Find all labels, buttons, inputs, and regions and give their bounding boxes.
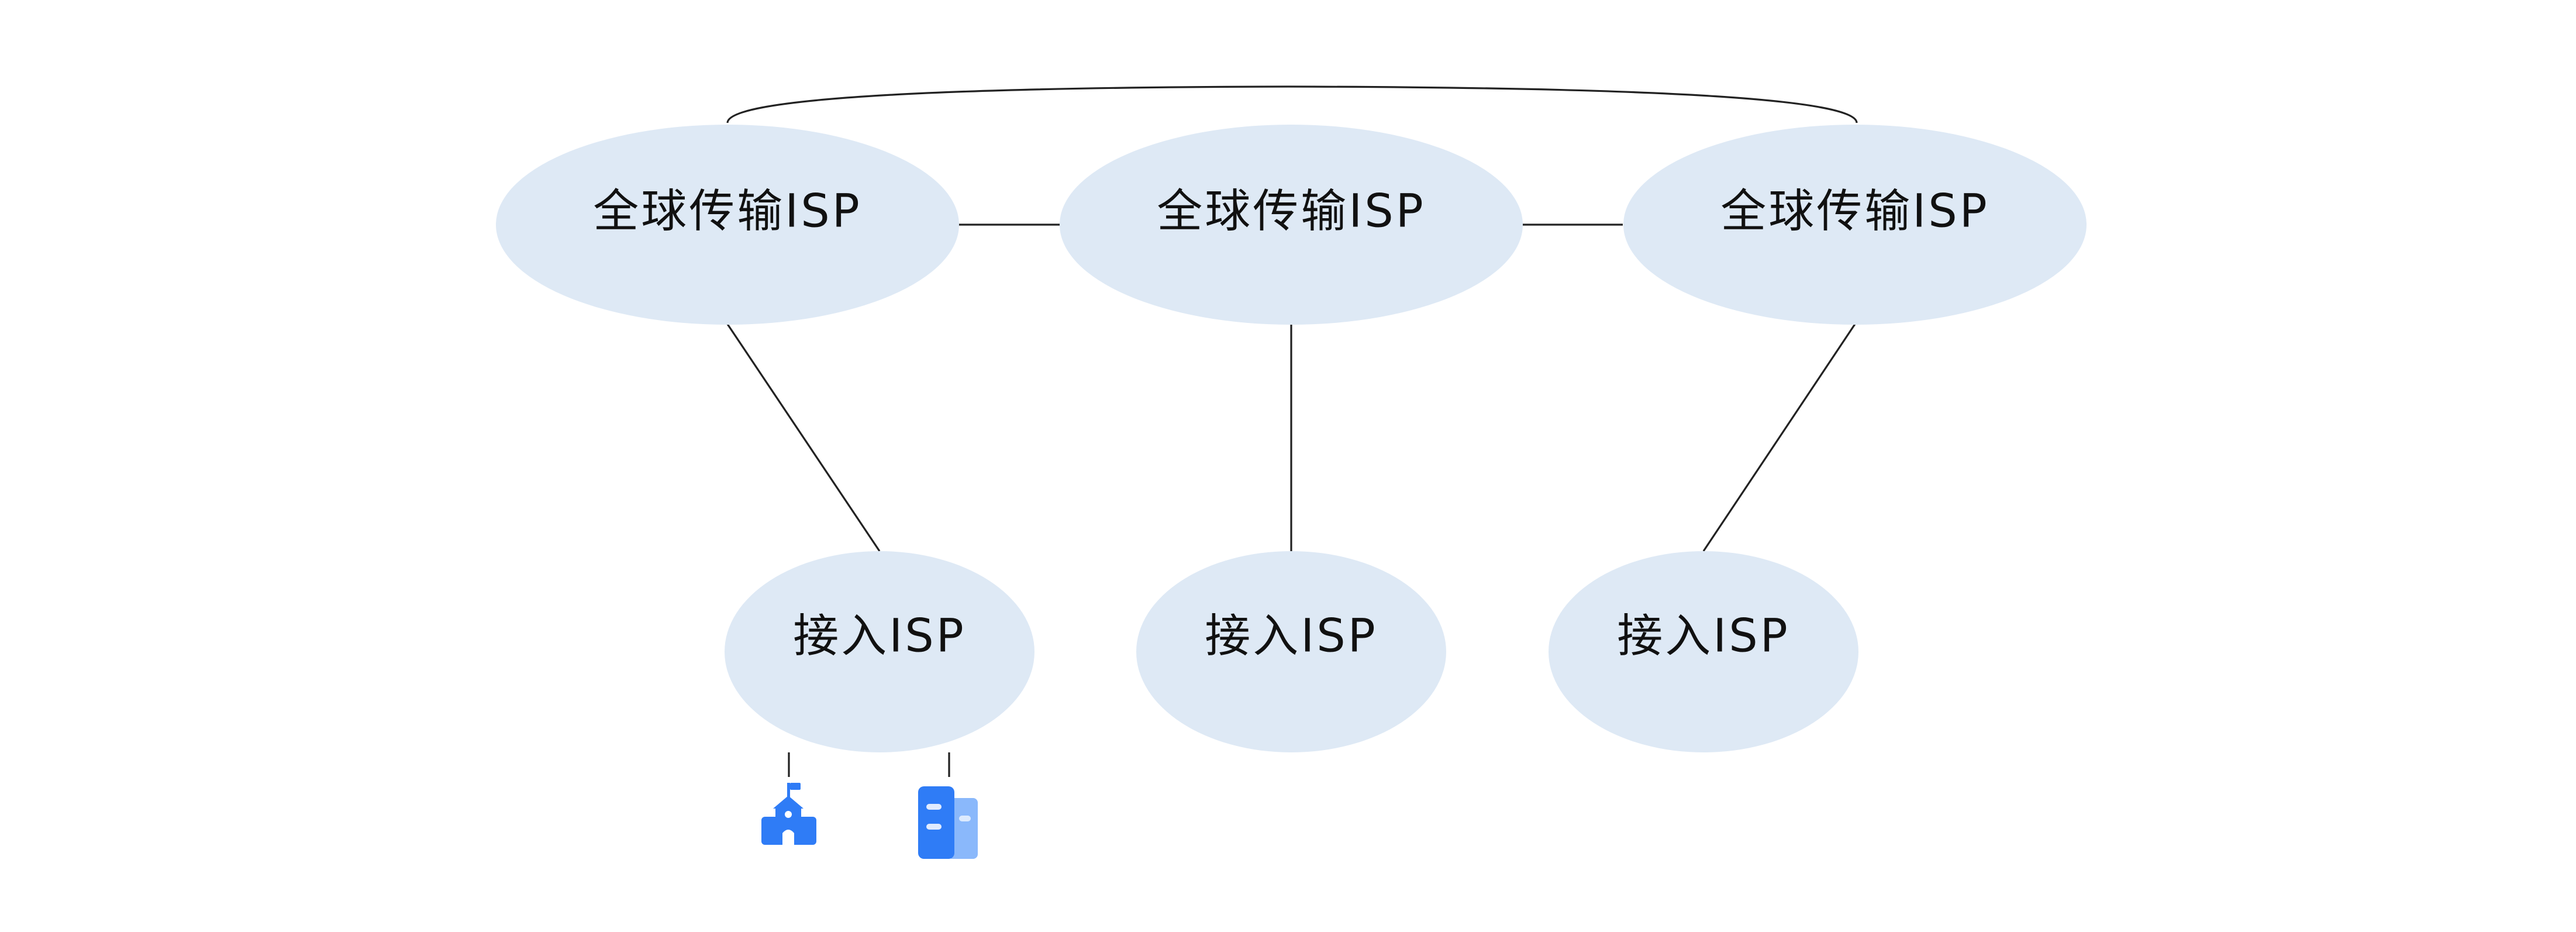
node-global-1-shape xyxy=(496,125,959,325)
node-global-3-shape xyxy=(1623,125,2087,325)
node-global-1: 全球传输ISP xyxy=(496,125,959,325)
edge-global-1-access-1 xyxy=(726,324,881,552)
node-access-3-label: 接入ISP xyxy=(1617,610,1790,662)
node-access-2-shape xyxy=(1136,551,1446,752)
node-access-3-shape xyxy=(1549,551,1858,752)
office-building-icon xyxy=(918,786,978,859)
node-global-3-label: 全球传输ISP xyxy=(1720,185,1989,238)
node-access-2-label: 接入ISP xyxy=(1205,610,1378,662)
node-access-3: 接入ISP xyxy=(1549,551,1858,752)
edges xyxy=(726,85,1858,777)
node-global-3: 全球传输ISP xyxy=(1623,125,2087,325)
node-access-1-label: 接入ISP xyxy=(793,610,966,662)
node-global-1-label: 全球传输ISP xyxy=(593,185,862,238)
edge-global-1-global-3-arc xyxy=(726,85,1858,123)
node-access-2: 接入ISP xyxy=(1136,551,1446,752)
edge-global-3-access-3 xyxy=(1702,324,1856,552)
node-global-2-shape xyxy=(1060,125,1523,325)
node-global-2: 全球传输ISP xyxy=(1060,125,1523,325)
school-icon xyxy=(761,783,816,845)
node-global-2-label: 全球传输ISP xyxy=(1157,185,1426,238)
node-access-1-shape xyxy=(725,551,1034,752)
node-access-1: 接入ISP xyxy=(725,551,1034,752)
